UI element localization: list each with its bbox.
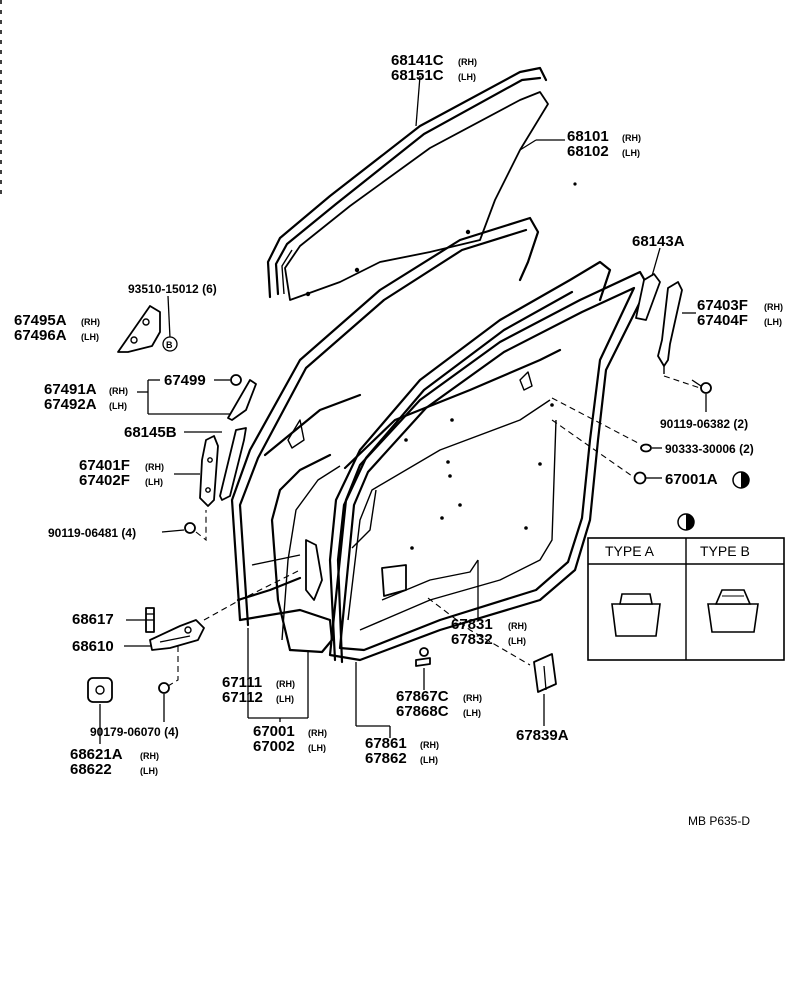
rear-stopper-bracket[interactable] — [657, 281, 683, 374]
part-number-90119-06481[interactable]: 90119-06481 (4) — [48, 526, 136, 540]
door-hinge-68610[interactable] — [149, 619, 205, 651]
part-number-68102[interactable]: 68102 — [567, 143, 609, 160]
type-b-clip-icon — [707, 589, 759, 633]
part-number-67402f[interactable]: 67402F — [79, 472, 130, 489]
leader-lines — [99, 75, 707, 744]
part-number-67491a[interactable]: 67491A — [44, 381, 97, 398]
part-number-67868c[interactable]: 67868C — [396, 703, 449, 720]
half-circle-symbol — [732, 471, 750, 489]
front-door-panel[interactable] — [230, 216, 540, 654]
part-number-68143a[interactable]: 68143A — [632, 233, 685, 250]
pad-67839a[interactable] — [533, 653, 557, 693]
side-tag: (RH) — [140, 751, 159, 761]
door-glass[interactable] — [284, 91, 577, 301]
type-a-header: TYPE A — [605, 543, 655, 559]
part-number-68622[interactable]: 68622 — [70, 761, 112, 778]
part-number-67861[interactable]: 67861 — [365, 735, 407, 752]
type-a-clip-icon — [611, 593, 661, 637]
part-number-90333-30006[interactable]: 90333-30006 (2) — [665, 442, 754, 456]
side-tag: (RH) — [145, 462, 164, 472]
type-b-header: TYPE B — [700, 543, 750, 559]
part-number-68617[interactable]: 68617 — [72, 611, 114, 628]
marker-b-circle — [162, 336, 178, 352]
mirror-base-cover-67491a[interactable] — [227, 379, 257, 421]
part-number-67001a[interactable]: 67001A — [665, 471, 718, 488]
part-number-67839a[interactable]: 67839A — [516, 727, 569, 744]
part-number-93510-15012[interactable]: 93510-15012 (6) — [128, 282, 217, 296]
side-tag: (RH) — [109, 386, 128, 396]
part-number-68621a[interactable]: 68621A — [70, 746, 123, 763]
part-number-67862[interactable]: 67862 — [365, 750, 407, 767]
side-tag: (LH) — [145, 477, 163, 487]
part-number-67404f[interactable]: 67404F — [697, 312, 748, 329]
bolt-90179-06070[interactable] — [158, 682, 170, 694]
side-tag: (RH) — [508, 621, 527, 631]
side-tag: (RH) — [81, 317, 100, 327]
part-number-68151c[interactable]: 68151C — [391, 67, 444, 84]
hole-plug-67001a[interactable] — [633, 471, 647, 485]
side-tag: (RH) — [458, 57, 477, 67]
hinge-cover-68621a[interactable] — [87, 677, 113, 703]
side-tag: (RH) — [622, 133, 641, 143]
front-stopper-bracket[interactable] — [199, 435, 219, 507]
part-number-67001[interactable]: 67001 — [253, 723, 295, 740]
half-circle-symbol — [677, 513, 695, 531]
side-tag: (LH) — [109, 401, 127, 411]
plug-90333-30006[interactable] — [640, 443, 652, 453]
part-number-67499[interactable]: 67499 — [164, 372, 206, 389]
part-number-67867c[interactable]: 67867C — [396, 688, 449, 705]
part-number-67111[interactable]: 67111 — [222, 674, 262, 691]
side-tag: (LH) — [622, 148, 640, 158]
side-tag: (LH) — [140, 766, 158, 776]
part-number-67496a[interactable]: 67496A — [14, 327, 67, 344]
part-number-67112[interactable]: 67112 — [222, 689, 263, 706]
side-tag: (RH) — [764, 302, 783, 312]
door-opening-trim[interactable] — [328, 270, 650, 662]
part-number-67831[interactable]: 67831 — [451, 616, 493, 633]
glass-run-channel[interactable] — [266, 66, 548, 299]
side-tag: (LH) — [463, 708, 481, 718]
side-tag: (RH) — [463, 693, 482, 703]
door-weatherstrip[interactable] — [328, 260, 612, 664]
bolt-90119-06382[interactable] — [691, 379, 712, 394]
part-number-68101[interactable]: 68101 — [567, 128, 609, 145]
part-number-68145b[interactable]: 68145B — [124, 424, 177, 441]
bolt-90119-06481[interactable] — [184, 522, 196, 534]
division-bar-68145b[interactable] — [219, 427, 247, 501]
side-tag: (LH) — [764, 317, 782, 327]
door-seal-strip-68143a[interactable] — [635, 273, 661, 321]
side-tag: (LH) — [81, 332, 99, 342]
hinge-pin-68617[interactable] — [145, 607, 155, 633]
part-number-68141c[interactable]: 68141C — [391, 52, 444, 69]
marker-b-text: B — [166, 340, 173, 350]
part-number-67401f[interactable]: 67401F — [79, 457, 130, 474]
part-number-67832[interactable]: 67832 — [451, 631, 493, 648]
type-table — [587, 537, 785, 661]
part-number-67403f[interactable]: 67403F — [697, 297, 748, 314]
side-tag: (LH) — [508, 636, 526, 646]
part-number-90179-06070[interactable]: 90179-06070 (4) — [90, 725, 179, 739]
clip-67499[interactable] — [230, 374, 242, 386]
side-tag: (RH) — [276, 679, 295, 689]
side-tag: (LH) — [276, 694, 294, 704]
part-number-90119-06382[interactable]: 90119-06382 (2) — [660, 417, 748, 431]
part-number-67002[interactable]: 67002 — [253, 738, 295, 755]
clip-67867c[interactable] — [415, 647, 431, 667]
side-tag: (LH) — [458, 72, 476, 82]
part-number-68610[interactable]: 68610 — [72, 638, 114, 655]
side-tag: (RH) — [420, 740, 439, 750]
part-number-67495a[interactable]: 67495A — [14, 312, 67, 329]
side-tag: (RH) — [308, 728, 327, 738]
side-tag: (LH) — [308, 743, 326, 753]
part-number-67492a[interactable]: 67492A — [44, 396, 97, 413]
drawing-code: MB P635-D — [688, 814, 750, 828]
side-tag: (LH) — [420, 755, 438, 765]
